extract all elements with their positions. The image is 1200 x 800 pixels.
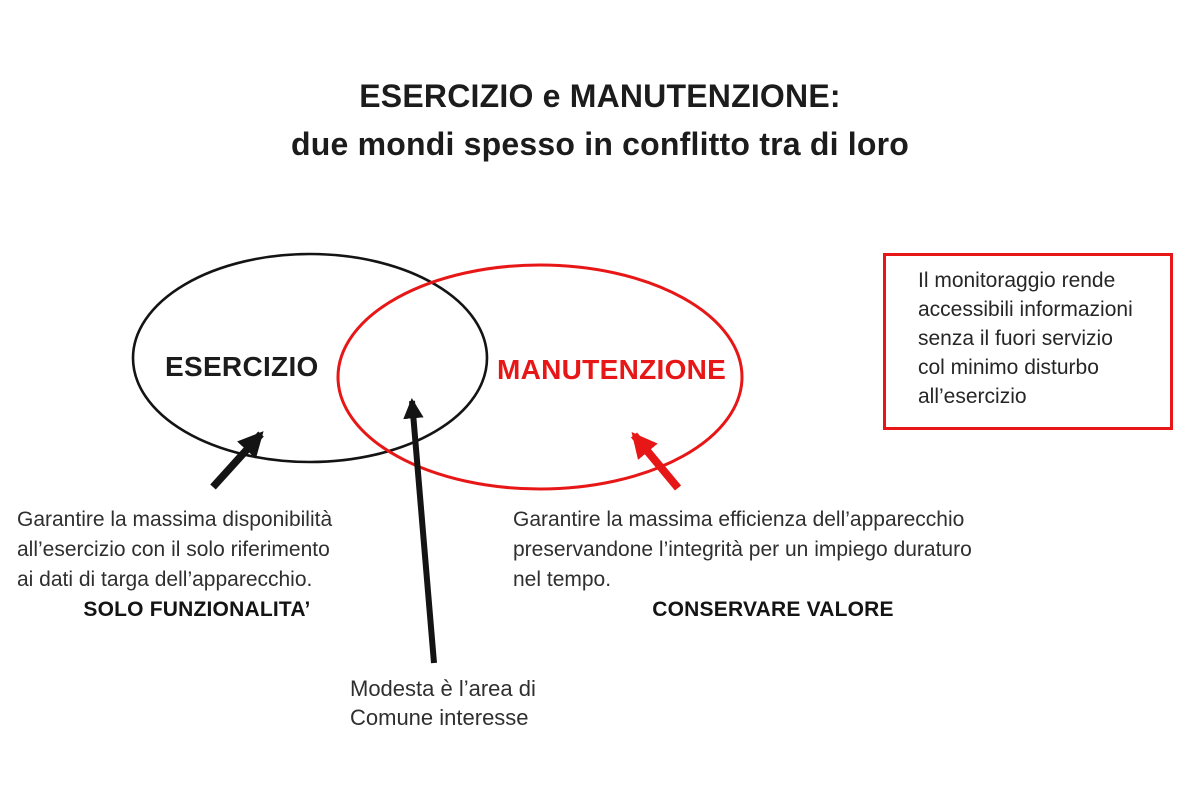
- right-note-line: nel tempo.: [513, 568, 612, 591]
- arrow-to-overlap: [403, 397, 437, 664]
- right-note-emphasis: CONSERVARE VALORE: [652, 598, 894, 621]
- left-note-emphasis: SOLO FUNZIONALITA’: [83, 598, 311, 621]
- ellipse-esercizio: [131, 252, 489, 464]
- left-note-line: all’esercizio con il solo riferimento: [17, 538, 330, 561]
- ellipse-manutenzione: [336, 263, 744, 491]
- bottom-note-line: Modesta è l’area di: [350, 676, 536, 701]
- page-title: ESERCIZIO e MANUTENZIONE: due mondi spes…: [0, 72, 1200, 168]
- arrow-to-esercizio: [210, 431, 264, 490]
- callout-line: accessibili informazioni: [918, 298, 1133, 321]
- callout-line: all’esercizio: [918, 385, 1027, 408]
- left-note: Garantire la massima disponibilità all’e…: [17, 505, 377, 625]
- callout-line: Il monitoraggio rende: [918, 269, 1116, 292]
- right-note-line: preservandone l’integrità per un impiego…: [513, 538, 972, 561]
- left-note-line: ai dati di targa dell’apparecchio.: [17, 568, 313, 591]
- arrow-to-manutenzione: [630, 432, 682, 491]
- bottom-note: Modesta è l’area di Comune interesse: [350, 674, 536, 732]
- right-note-line: Garantire la massima efficienza dell’app…: [513, 508, 965, 531]
- left-note-line: Garantire la massima disponibilità: [17, 508, 333, 531]
- monitoring-callout-box: Il monitoraggio rende accessibili inform…: [883, 253, 1173, 430]
- page-title-line1: ESERCIZIO e MANUTENZIONE:: [359, 78, 841, 114]
- callout-line: senza il fuori servizio: [918, 327, 1113, 350]
- callout-line: col minimo disturbo: [918, 356, 1099, 379]
- right-note: Garantire la massima efficienza dell’app…: [513, 505, 1033, 625]
- bottom-note-line: Comune interesse: [350, 705, 529, 730]
- page-title-line2: due mondi spesso in conflitto tra di lor…: [291, 126, 909, 162]
- label-esercizio: ESERCIZIO: [165, 351, 319, 382]
- label-manutenzione: MANUTENZIONE: [497, 354, 727, 385]
